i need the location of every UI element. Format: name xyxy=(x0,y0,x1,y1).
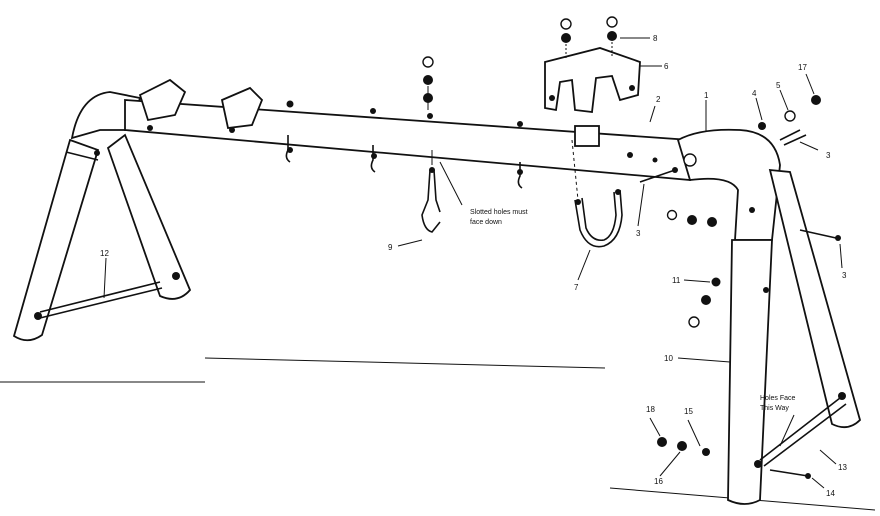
part-label-13: 13 xyxy=(838,463,847,472)
part-label-2: 2 xyxy=(656,95,661,104)
right-a-frame xyxy=(676,128,862,505)
part-label-3b: 3 xyxy=(636,229,641,238)
part-label-3a: 3 xyxy=(826,151,831,160)
part-label-1: 1 xyxy=(704,91,709,100)
part-label-15: 15 xyxy=(684,407,693,416)
part-label-10: 10 xyxy=(664,354,673,363)
holes-face-note-line2: This Way xyxy=(760,405,789,412)
leader-lines xyxy=(103,73,843,489)
slotted-holes-note-line2: face down xyxy=(470,219,502,226)
bracket-assembly xyxy=(544,16,662,147)
top-beam xyxy=(124,78,691,181)
part-label-5: 5 xyxy=(776,81,781,90)
part-labels: 1 2 3 3 3 4 5 6 7 8 9 10 11 12 13 14 15 … xyxy=(100,34,847,498)
part-label-18: 18 xyxy=(646,405,655,414)
beam-top-bolt xyxy=(422,56,434,110)
part-label-4: 4 xyxy=(752,89,757,98)
swing-hangers xyxy=(285,135,523,233)
u-bolt xyxy=(571,139,623,248)
part-label-12: 12 xyxy=(100,249,109,258)
part-label-6: 6 xyxy=(664,62,669,71)
part-label-11: 11 xyxy=(672,276,681,285)
part-label-8: 8 xyxy=(653,34,658,43)
part-label-14: 14 xyxy=(826,489,835,498)
part-label-17: 17 xyxy=(798,63,807,72)
part-label-3c: 3 xyxy=(842,271,847,280)
slotted-holes-note-line1: Slotted holes must xyxy=(470,209,528,216)
part-label-16: 16 xyxy=(654,477,663,486)
part-label-7: 7 xyxy=(574,283,579,292)
right-hardware xyxy=(639,95,841,479)
part-label-9: 9 xyxy=(388,243,393,252)
holes-face-note-line1: Holes Face xyxy=(760,395,796,402)
assembly-notes: Slotted holes must face down Holes Face … xyxy=(470,209,796,412)
